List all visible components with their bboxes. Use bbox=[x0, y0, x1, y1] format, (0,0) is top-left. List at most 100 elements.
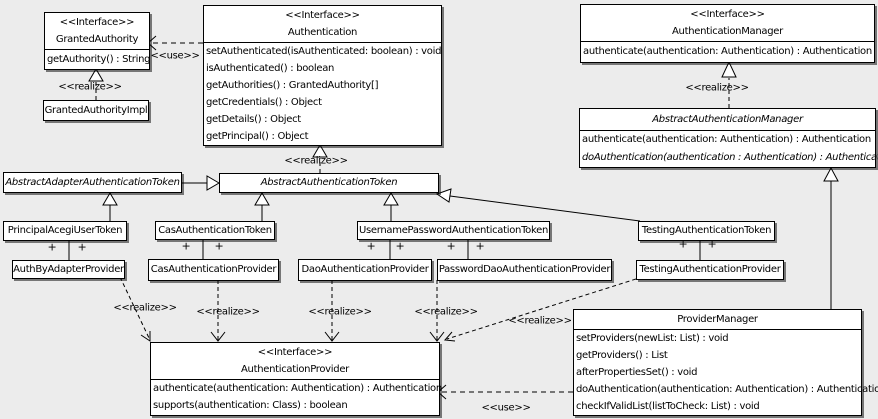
class-dao-authentication-provider[interactable]: DaoAuthenticationProvider bbox=[298, 259, 432, 281]
method-label: supports(authentication: Class) : boolea… bbox=[153, 400, 348, 411]
class-name: PasswordDaoAuthenticationProvider bbox=[438, 264, 611, 275]
use-label: <<use>> bbox=[150, 50, 200, 62]
realize-daoprovider-head bbox=[324, 331, 340, 342]
method-label: setAuthenticated(isAuthenticated: boolea… bbox=[206, 46, 442, 57]
method-label: getProviders() : List bbox=[576, 350, 668, 361]
realize-gaimpl-arrow bbox=[88, 68, 104, 82]
class-principal-acegi-user-token[interactable]: PrincipalAcegiUserToken bbox=[3, 221, 127, 241]
realize-abstract-token-arrow bbox=[312, 144, 328, 158]
class-provider-manager[interactable]: ProviderManager setProviders(newList: Li… bbox=[573, 309, 878, 416]
class-auth-by-adapter-provider[interactable]: AuthByAdapterProvider bbox=[12, 260, 125, 279]
class-header: <<Interface>> AuthenticationProvider bbox=[151, 343, 439, 380]
association-plus-label: + bbox=[47, 240, 57, 254]
class-name: Authentication bbox=[287, 27, 358, 38]
realize-abstract-manager-arrow bbox=[721, 60, 737, 78]
realize-authbyadapter-head bbox=[140, 331, 151, 342]
association-edges bbox=[68, 239, 701, 260]
realize-authbyadapter-line bbox=[119, 276, 150, 339]
gen-testing-token-to-abstract-token-arrow bbox=[435, 188, 452, 203]
class-name: TestingAuthenticationProvider bbox=[639, 264, 781, 275]
gen-provider-manager-to-abstract-manager-arrow bbox=[823, 166, 839, 182]
method-label: getPrincipal() : Object bbox=[206, 131, 309, 142]
association-plus-label: + bbox=[181, 239, 191, 253]
class-abstract-authentication-token[interactable]: AbstractAuthenticationToken bbox=[219, 173, 439, 193]
realize-label: <<realize>> bbox=[414, 306, 478, 318]
class-authentication[interactable]: <<Interface>> Authentication setAuthenti… bbox=[203, 5, 442, 146]
method-label: doAuthentication(authentication : Authen… bbox=[582, 152, 878, 163]
association-plus-label: + bbox=[214, 239, 224, 253]
stereotype-label: <<Interface>> bbox=[285, 10, 360, 21]
realize-label: <<realize>> bbox=[284, 155, 348, 167]
class-name: CasAuthenticationProvider bbox=[150, 264, 277, 275]
stereotype-label: <<Interface>> bbox=[257, 347, 333, 358]
gen-adapter-token-to-abstract-token-arrow bbox=[206, 175, 220, 191]
method-label: authenticate(authentication: Authenticat… bbox=[153, 383, 442, 394]
class-name: TestingAuthenticationToken bbox=[641, 225, 772, 236]
class-authentication-provider[interactable]: <<Interface>> AuthenticationProvider aut… bbox=[150, 342, 442, 416]
association-plus-label: + bbox=[707, 237, 717, 251]
gen-cas-token-to-abstract-token-arrow bbox=[254, 192, 270, 206]
stereotype-label: <<Interface>> bbox=[690, 9, 765, 20]
method-label: setProviders(newList: List) : void bbox=[576, 333, 729, 344]
realize-casprovider-head bbox=[210, 331, 226, 342]
generalization-edges bbox=[102, 166, 839, 309]
method-label: isAuthenticated() : boolean bbox=[206, 63, 335, 74]
class-name: DaoAuthenticationProvider bbox=[301, 264, 429, 275]
realize-label: <<realize>> bbox=[508, 315, 572, 327]
class-granted-authority[interactable]: <<Interface>> GrantedAuthority getAuthor… bbox=[44, 12, 150, 70]
stereotype-label: <<Interface>> bbox=[59, 17, 135, 28]
class-authentication-manager[interactable]: <<Interface>> AuthenticationManager auth… bbox=[580, 4, 875, 63]
method-label: getDetails() : Object bbox=[206, 114, 301, 125]
class-name: AbstractAuthenticationManager bbox=[652, 114, 803, 125]
association-plus-label: + bbox=[77, 240, 87, 254]
class-name: AuthenticationProvider bbox=[241, 364, 349, 375]
gen-userpass-token-to-abstract-token-arrow bbox=[383, 192, 399, 206]
association-plus-label: + bbox=[475, 239, 485, 253]
method-label: authenticate(authentication: Authenticat… bbox=[582, 134, 871, 145]
class-password-dao-authentication-provider[interactable]: PasswordDaoAuthenticationProvider bbox=[437, 259, 612, 281]
method-label: getAuthorities() : GrantedAuthority[] bbox=[206, 80, 379, 91]
class-granted-authority-impl[interactable]: GrantedAuthorityImpl bbox=[43, 100, 149, 121]
realization-provider-edges bbox=[119, 276, 637, 342]
class-abstract-adapter-authentication-token[interactable]: AbstractAdapterAuthenticationToken bbox=[3, 172, 182, 193]
realize-passworddao-head bbox=[429, 331, 445, 342]
class-name: AbstractAuthenticationToken bbox=[260, 177, 398, 188]
association-plus-label: + bbox=[395, 239, 405, 253]
class-cas-authentication-provider[interactable]: CasAuthenticationProvider bbox=[148, 259, 279, 281]
class-name: GrantedAuthority bbox=[55, 34, 139, 45]
class-header: <<Interface>> Authentication bbox=[204, 6, 441, 43]
class-username-password-authentication-token[interactable]: UsernamePasswordAuthenticationToken bbox=[357, 221, 550, 240]
realize-label: <<realize>> bbox=[196, 306, 260, 318]
realize-testingprovider-line bbox=[446, 278, 637, 340]
method-label: checkIfValidList(listToCheck: List) : vo… bbox=[576, 401, 760, 412]
gen-principal-to-adapter-token-arrow bbox=[102, 192, 118, 206]
class-name: CasAuthenticationToken bbox=[158, 224, 272, 236]
class-name: PrincipalAcegiUserToken bbox=[7, 225, 123, 236]
method-label: afterPropertiesSet() : void bbox=[576, 367, 698, 378]
method-label: doAuthentication(authentication: Authent… bbox=[576, 384, 878, 395]
class-cas-authentication-token[interactable]: CasAuthenticationToken bbox=[155, 221, 275, 240]
association-plus-label: + bbox=[678, 237, 688, 251]
class-abstract-authentication-manager[interactable]: AbstractAuthenticationManager authentica… bbox=[579, 108, 878, 168]
class-header: ProviderManager bbox=[574, 310, 861, 330]
realize-label: <<realize>> bbox=[685, 82, 749, 94]
class-name: AuthByAdapterProvider bbox=[13, 263, 124, 275]
method-label: getAuthority() : String bbox=[47, 54, 151, 65]
use-label: <<use>> bbox=[481, 402, 531, 414]
realize-label: <<realize>> bbox=[113, 302, 177, 314]
class-testing-authentication-token[interactable]: TestingAuthenticationToken bbox=[638, 221, 775, 241]
class-name: AuthenticationManager bbox=[672, 26, 783, 37]
class-header: AbstractAuthenticationManager bbox=[580, 109, 875, 131]
method-label: getCredentials() : Object bbox=[206, 97, 322, 108]
realize-label: <<realize>> bbox=[308, 306, 372, 318]
realize-testingprovider-head bbox=[443, 331, 456, 342]
method-label: authenticate(authentication: Authenticat… bbox=[583, 46, 872, 57]
gen-testing-token-to-abstract-token-line bbox=[449, 195, 641, 222]
class-name: AbstractAdapterAuthenticationToken bbox=[5, 176, 180, 188]
realization-edges bbox=[88, 60, 737, 173]
class-testing-authentication-provider[interactable]: TestingAuthenticationProvider bbox=[636, 260, 784, 280]
association-plus-label: + bbox=[446, 239, 456, 253]
realize-label: <<realize>> bbox=[58, 81, 122, 93]
